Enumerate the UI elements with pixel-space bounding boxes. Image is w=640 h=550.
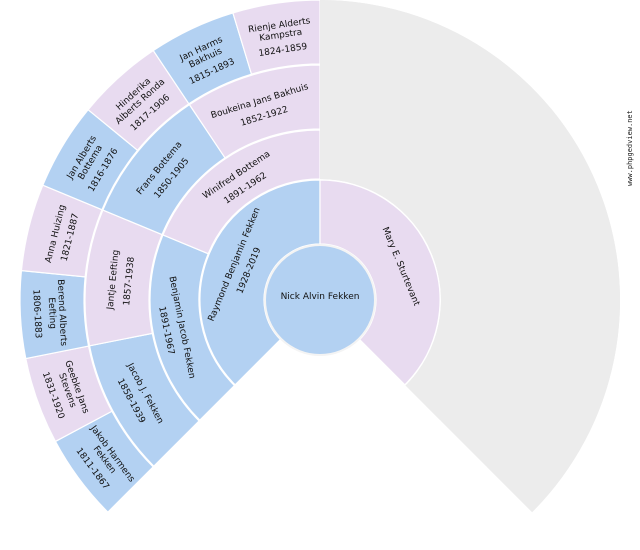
person-cell-jan-harms-bakhuis[interactable]: Jan HarmsBakhuis1815-1893 [152,12,253,105]
person-cell-berend-alberts-eefting[interactable]: Berend AlbertsEefting1806-1883 [19,269,90,360]
person-cell-jantje-eefting[interactable]: Jantje Eefting1857-1938 [84,209,163,347]
person-cell-jakob-harmens-fekken[interactable]: Jakob HarmensFekken1811-1867 [54,410,154,513]
root-person-name: Nick Alvin Fekken [281,292,360,302]
person-cell-jacob-j-fekken[interactable]: Jacob J. Fekken1858-1939 [88,332,200,468]
person-cell-frans-bottema[interactable]: Frans Bottema1850-1905 [102,103,226,236]
person-cell-anna-huizing[interactable]: Anna Huizing1821-1887 [20,184,103,278]
person-cell-mary-e-sturtevant[interactable]: Mary E. Sturtevant [319,179,441,386]
watermark-text: www.phpgedview.net [626,110,634,186]
person-cell-jan-alberts-bottema[interactable]: Jan AlbertsBottema1816-1876 [42,108,139,211]
person-cell-boukeina-jans-bakhuis[interactable]: Boukeina Jans Bakhuis1852-1922 [188,64,321,159]
person-cell-raymond-benjamin-fekken[interactable]: Raymond Benjamin Fekken1928-2019 [199,179,321,386]
person-cell-benjamin-jacob-fekken[interactable]: Benjamin Jacob Fekken1891-1967 [149,234,236,422]
person-cell-hinderika-alberts-ronda[interactable]: HinderikaAlberts Ronda1817-1906 [87,49,190,152]
person-cell-geebke-jans-stevens[interactable]: Geebke JansStevens1831-1920 [25,345,113,443]
unknown-ancestors-region [320,0,620,513]
svg-text:Berend AlbertsEefting1806-1883: Berend AlbertsEefting1806-1883 [30,279,68,348]
root-person-cell[interactable]: Nick Alvin Fekken [264,244,376,356]
